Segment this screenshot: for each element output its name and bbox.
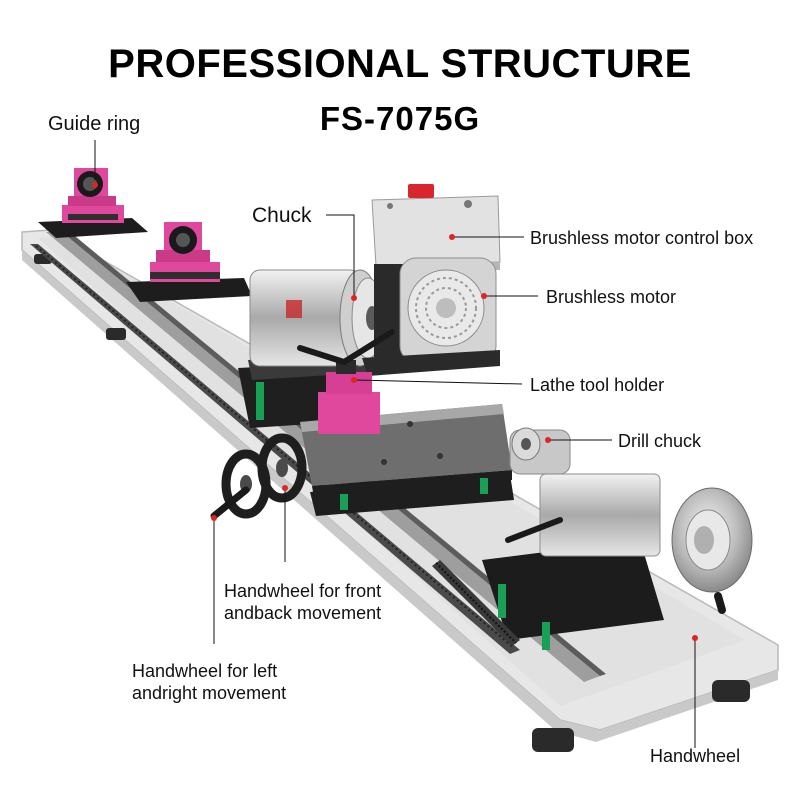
machine-feet bbox=[34, 254, 750, 752]
label-control-box: Brushless motor control box bbox=[530, 228, 754, 248]
label-front-back-handwheel-line1: Handwheel for front bbox=[224, 581, 382, 601]
label-left-right-handwheel-line2: andright movement bbox=[132, 683, 287, 703]
leader-lines bbox=[94, 140, 696, 748]
left-right-handwheel bbox=[210, 449, 271, 520]
tailstock-handwheel bbox=[671, 487, 753, 614]
tool-holder bbox=[297, 329, 395, 434]
brushless-motor bbox=[362, 257, 500, 376]
label-front-back-handwheel-line2: andback movement bbox=[224, 603, 382, 623]
model-number: FS-7075G bbox=[319, 100, 481, 137]
label-tool-holder: Lathe tool holder bbox=[530, 375, 665, 395]
tailstock bbox=[482, 427, 664, 650]
label-drill-chuck: Drill chuck bbox=[618, 431, 702, 451]
label-chuck: Chuck bbox=[252, 204, 312, 227]
label-guide-ring: Guide ring bbox=[48, 113, 141, 135]
label-brushless-motor: Brushless motor bbox=[546, 287, 677, 307]
cross-slide bbox=[300, 404, 514, 516]
pointer-markers bbox=[92, 182, 698, 641]
guide-ring-2 bbox=[126, 222, 252, 302]
chuck-assembly bbox=[249, 269, 385, 367]
diagram-title: PROFESSIONAL STRUCTURE bbox=[108, 42, 692, 86]
label-left-right-handwheel-line1: Handwheel for left bbox=[132, 661, 278, 681]
label-handwheel: Handwheel bbox=[650, 746, 741, 766]
gear-rack bbox=[432, 560, 520, 646]
guide-ring-1 bbox=[38, 168, 148, 238]
